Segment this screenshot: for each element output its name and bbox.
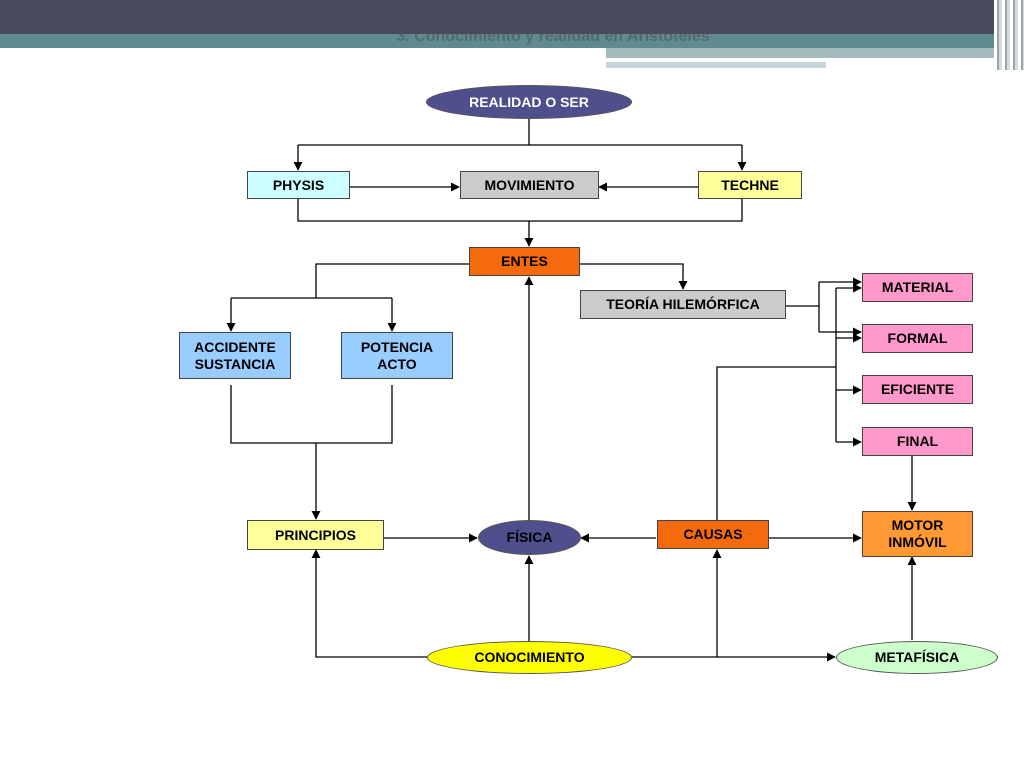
node-physis: PHYSIS xyxy=(247,171,350,199)
header-accent-line xyxy=(606,58,948,61)
header-accent-bar-3 xyxy=(606,62,826,68)
node-principios: PRINCIPIOS xyxy=(247,520,384,550)
edge-entes-teoria xyxy=(580,263,688,290)
header-bar xyxy=(0,0,1024,34)
node-material: MATERIAL xyxy=(862,273,973,302)
node-realidad-o-ser: REALIDAD O SER xyxy=(426,85,632,119)
node-metafisica: METAFÍSICA xyxy=(836,641,998,674)
header-accent-bar-2 xyxy=(606,48,1000,58)
node-potencia-acto: POTENCIA ACTO xyxy=(341,332,453,379)
edge-conocimiento-principios xyxy=(311,549,427,658)
slide-title: 3. Conocimiento y realidad en Aristótele… xyxy=(396,28,710,45)
node-entes: ENTES xyxy=(469,247,580,276)
edge-causas-up xyxy=(716,366,836,520)
node-motor-inmovil: MOTOR INMÓVIL xyxy=(862,511,973,557)
node-teoria-hilemorfica: TEORÍA HILEMÓRFICA xyxy=(580,290,786,319)
node-causas: CAUSAS xyxy=(657,520,769,549)
node-accidente-sustancia: ACCIDENTE SUSTANCIA xyxy=(179,332,291,379)
node-conocimiento: CONOCIMIENTO xyxy=(427,641,632,674)
node-techne: TECHNE xyxy=(698,171,802,199)
node-formal: FORMAL xyxy=(862,324,973,353)
header-stripes xyxy=(994,0,1024,70)
header-accent-bar xyxy=(0,34,1000,48)
node-eficiente: EFICIENTE xyxy=(862,375,973,404)
node-final: FINAL xyxy=(862,427,973,456)
edge-entes-left xyxy=(315,263,469,298)
edge-accidente-potencia-bracket xyxy=(230,385,393,444)
edge-bracket-entes xyxy=(297,199,743,222)
node-movimiento: MOVIMIENTO xyxy=(460,171,599,199)
node-fisica: FÍSICA xyxy=(478,520,581,555)
